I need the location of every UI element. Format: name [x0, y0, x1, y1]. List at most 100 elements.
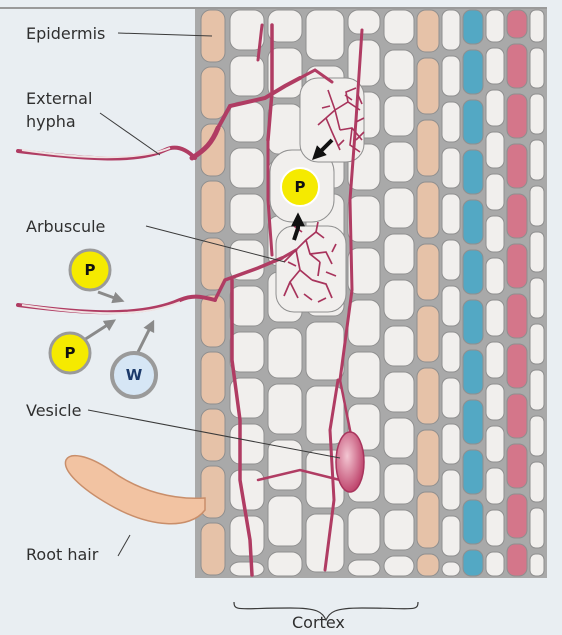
- cell: [442, 148, 460, 188]
- svg-text:P: P: [295, 178, 306, 196]
- cell: [486, 384, 504, 420]
- cell: [507, 44, 527, 88]
- cell: [384, 142, 414, 182]
- cell: [268, 496, 302, 546]
- cell: [348, 300, 380, 346]
- vesicle-shape: [336, 432, 364, 492]
- cell: [230, 562, 264, 576]
- cell: [486, 510, 504, 546]
- cell: [230, 240, 264, 280]
- cell: [463, 50, 483, 94]
- cell: [417, 244, 439, 300]
- cell: [486, 300, 504, 336]
- cell: [507, 244, 527, 288]
- cell: [530, 508, 544, 548]
- cell: [268, 552, 302, 576]
- cell: [463, 10, 483, 44]
- cell: [442, 378, 460, 418]
- phosphate-badge-upper: P: [70, 250, 110, 290]
- cell: [348, 10, 380, 34]
- cell: [530, 232, 544, 272]
- cell: [201, 352, 225, 404]
- cell: [486, 174, 504, 210]
- cell: [230, 286, 264, 326]
- cell: [530, 370, 544, 410]
- cell: [507, 144, 527, 188]
- cell: [507, 444, 527, 488]
- cell: [442, 470, 460, 510]
- cell: [442, 56, 460, 96]
- cell: [268, 384, 302, 434]
- cell: [268, 104, 302, 154]
- cell: [463, 400, 483, 444]
- cell: [507, 544, 527, 576]
- svg-text:P: P: [65, 344, 76, 362]
- cell: [507, 394, 527, 438]
- label-arbuscule: Arbuscule: [26, 217, 105, 236]
- cell: [384, 464, 414, 504]
- cell: [507, 344, 527, 388]
- label-external-hypha-line2: hypha: [26, 112, 76, 131]
- cell: [384, 556, 414, 576]
- cell: [486, 426, 504, 462]
- cell: [230, 102, 264, 142]
- cell: [348, 508, 380, 554]
- cell: [417, 10, 439, 52]
- cell: [486, 216, 504, 252]
- cell: [348, 196, 380, 242]
- phosphate-badge-cell: P: [281, 168, 319, 206]
- cell: [384, 372, 414, 412]
- cell: [348, 352, 380, 398]
- cell: [417, 430, 439, 486]
- cell: [201, 523, 225, 575]
- svg-text:W: W: [126, 366, 143, 384]
- cell: [486, 48, 504, 84]
- cell: [384, 188, 414, 228]
- cell: [530, 140, 544, 180]
- cell: [442, 240, 460, 280]
- cell: [306, 10, 344, 60]
- cell: [384, 10, 414, 44]
- cell: [486, 552, 504, 576]
- cell: [486, 90, 504, 126]
- cell: [463, 300, 483, 344]
- cell: [230, 148, 264, 188]
- cell: [530, 10, 544, 42]
- cell: [463, 100, 483, 144]
- cell: [384, 510, 414, 550]
- cell: [417, 554, 439, 576]
- cell: [268, 328, 302, 378]
- cell: [530, 462, 544, 502]
- cell: [230, 332, 264, 372]
- label-root-hair: Root hair: [26, 545, 99, 564]
- cell: [230, 470, 264, 510]
- water-badge: W: [112, 353, 156, 397]
- cell: [442, 562, 460, 576]
- cell-layers: [201, 10, 544, 576]
- cell: [530, 48, 544, 88]
- cell: [201, 67, 225, 119]
- cell: [230, 424, 264, 464]
- cell: [442, 10, 460, 50]
- label-cortex: Cortex: [292, 613, 345, 632]
- cell: [384, 280, 414, 320]
- cell: [463, 450, 483, 494]
- cell: [417, 306, 439, 362]
- cell: [486, 10, 504, 42]
- cell: [201, 181, 225, 233]
- cell: [384, 326, 414, 366]
- cell: [442, 516, 460, 556]
- cell: [486, 468, 504, 504]
- label-epidermis: Epidermis: [26, 24, 105, 43]
- cell: [384, 418, 414, 458]
- cell: [530, 94, 544, 134]
- cell: [230, 56, 264, 96]
- cell: [306, 386, 344, 444]
- label-vesicle: Vesicle: [26, 401, 81, 420]
- cell: [348, 560, 380, 576]
- cell: [384, 96, 414, 136]
- cell: [306, 322, 344, 380]
- cell: [463, 200, 483, 244]
